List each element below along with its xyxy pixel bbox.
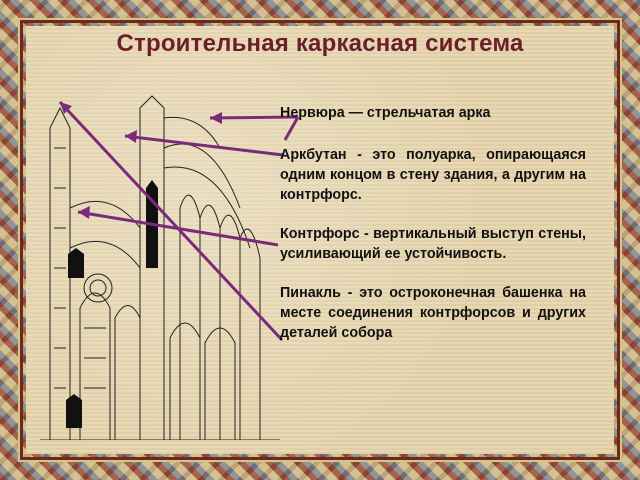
definition-flying-buttress: Аркбутан - это полуарка, опирающаяся одн… (280, 147, 586, 203)
definition-pinnacle: Пинакль - это остроконечная башенка на м… (280, 285, 586, 341)
definition-buttress: Контрфорс - вертикальный выступ стены, у… (280, 226, 586, 262)
slide-title: Строительная каркасная система (116, 30, 524, 57)
definition-rib: Нервюра — стрельчатая арка (280, 105, 491, 121)
content-panel (26, 26, 614, 454)
gothic-cathedral-illustration (40, 95, 280, 440)
frame-border (18, 18, 622, 462)
definitions-list: Нервюра — стрельчатая арка Аркбутан - эт… (280, 103, 586, 362)
